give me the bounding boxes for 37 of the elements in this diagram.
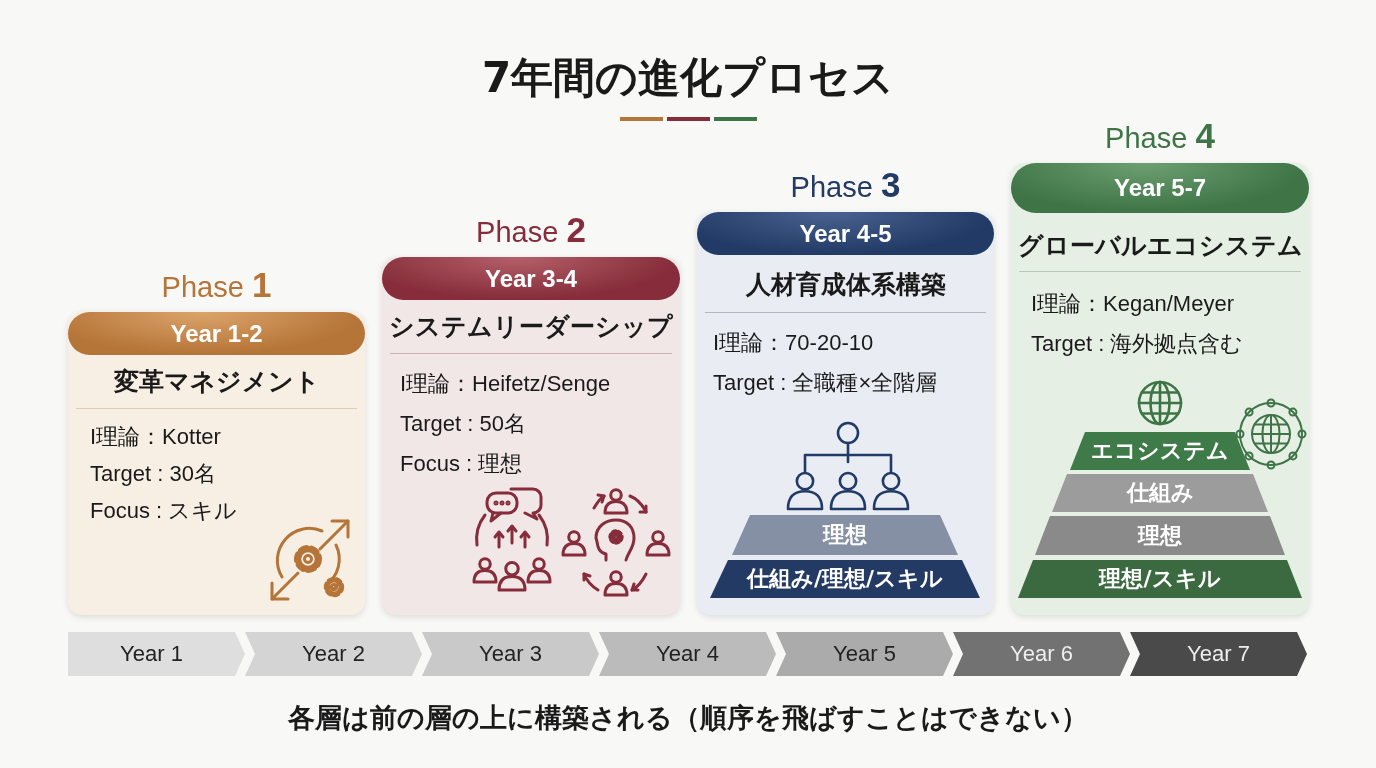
info-line: I理論：Kotter xyxy=(90,423,221,451)
card-title: 人材育成体系構築 xyxy=(744,269,947,301)
pyramid-layer: 仕組み xyxy=(1052,474,1268,512)
page-title: 7年間の進化プロセス xyxy=(480,52,896,104)
phase-heading: Phase 3 xyxy=(789,164,902,206)
info-line: Target : 海外拠点含む xyxy=(1031,330,1244,358)
card-title: 変革マネジメント xyxy=(112,366,321,398)
phase-heading: Phase 2 xyxy=(475,209,587,251)
timeline-year-segment: Year 2 xyxy=(245,632,422,676)
phase-heading: Phase 1 xyxy=(160,264,273,306)
pyramid-layer: 理想/スキル xyxy=(1018,560,1302,598)
timeline-year-segment: Year 5 xyxy=(776,632,953,676)
timeline-year-segment: Year 7 xyxy=(1130,632,1307,676)
timeline-year-segment: Year 6 xyxy=(953,632,1130,676)
info-line: Target : 50名 xyxy=(400,410,526,438)
caption: 各層は前の層の上に構築される（順序を飛ばすことはできない） xyxy=(287,701,1089,735)
info-line: I理論：Kegan/Meyer xyxy=(1031,290,1234,318)
pyramid-layer: 理想 xyxy=(732,515,958,555)
info-line: I理論：Heifetz/Senge xyxy=(400,370,611,398)
info-line: Target : 全職種×全階層 xyxy=(713,369,938,397)
year-pill: Year 4-5 xyxy=(697,212,994,255)
timeline-year-segment: Year 1 xyxy=(68,632,245,676)
info-line: Target : 30名 xyxy=(90,460,216,488)
year-pill: Year 5-7 xyxy=(1011,163,1309,213)
year-pill: Year 1-2 xyxy=(68,312,365,355)
pyramid-layer: 理想 xyxy=(1035,516,1285,555)
year-pill: Year 3-4 xyxy=(382,257,680,300)
phase-heading: Phase 4 xyxy=(1104,115,1216,157)
pyramid-layer: エコシステム xyxy=(1070,432,1250,470)
timeline-year-segment: Year 3 xyxy=(422,632,599,676)
info-line: Focus : スキル xyxy=(90,497,238,525)
card-title: システムリーダーシップ xyxy=(388,311,674,343)
info-line: I理論：70-20-10 xyxy=(713,329,874,357)
info-line: Focus : 理想 xyxy=(400,450,523,478)
pyramid-layer: 仕組み/理想/スキル xyxy=(710,560,980,598)
card-title: グローバルエコシステム xyxy=(1016,230,1304,262)
timeline-year-segment: Year 4 xyxy=(599,632,776,676)
